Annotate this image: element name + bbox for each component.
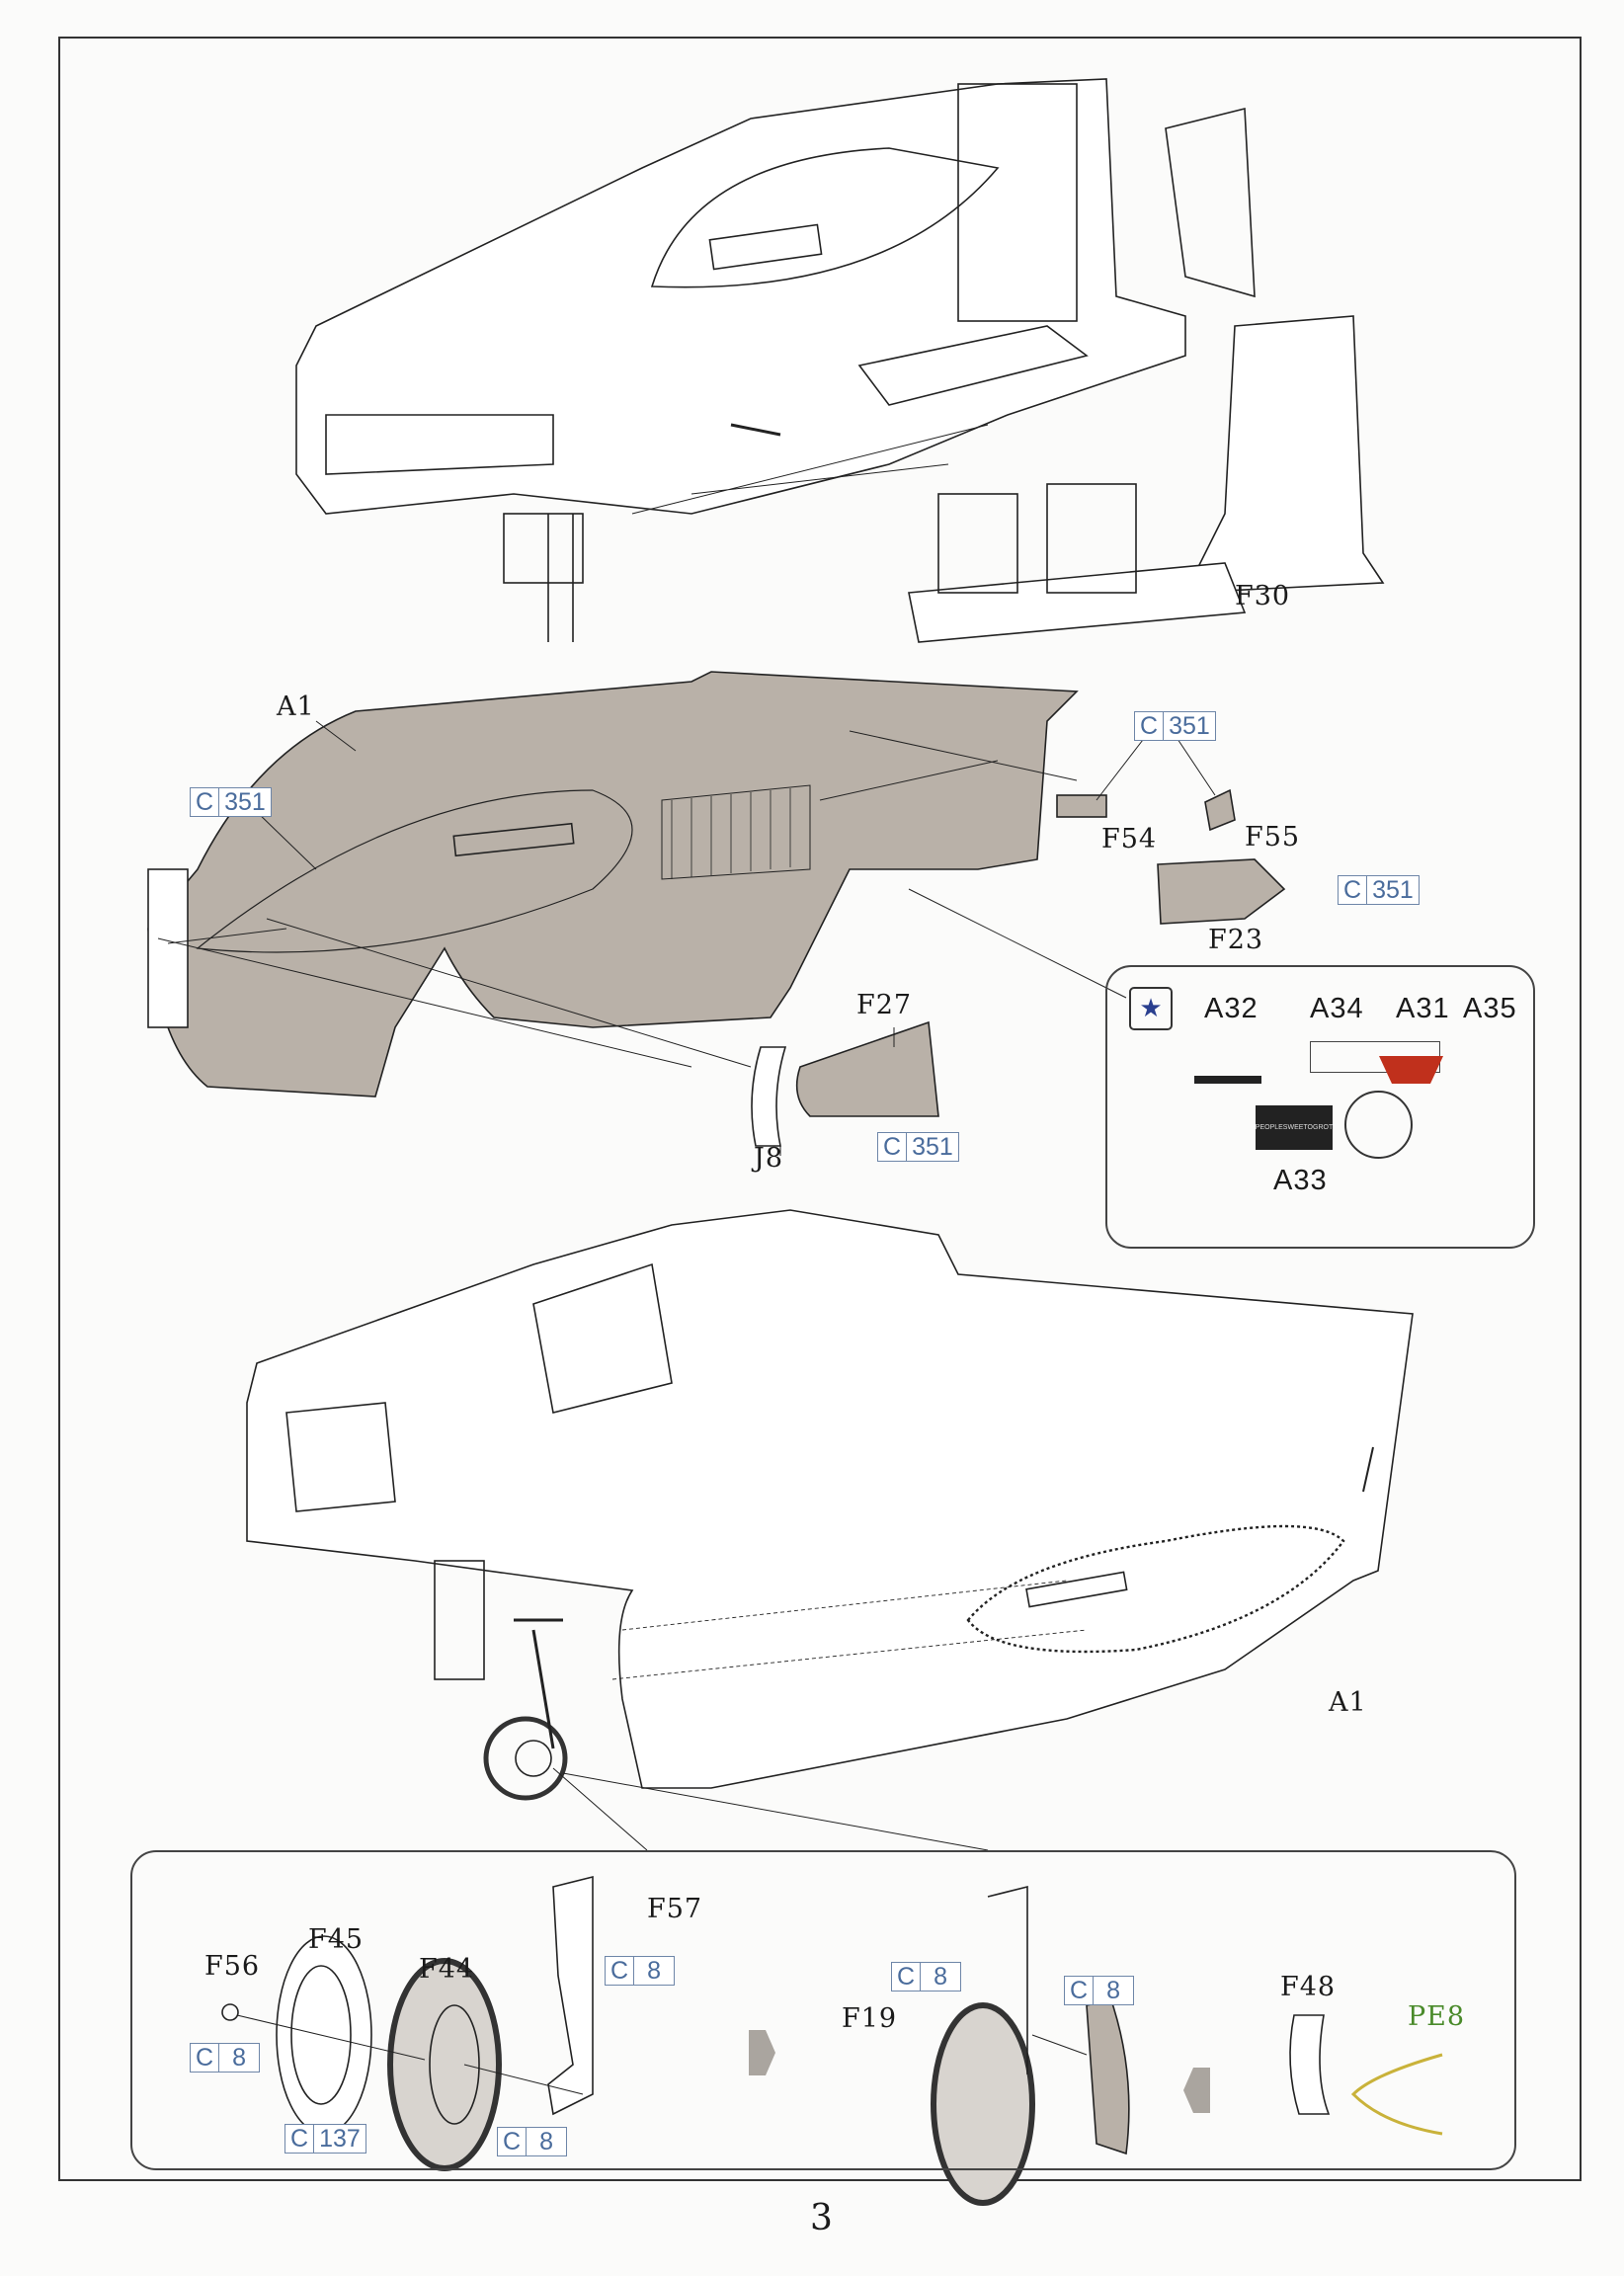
photo-etch-pe8 xyxy=(1350,2053,1443,2136)
main-landing-wheel xyxy=(483,1618,568,1801)
gear-assembled xyxy=(931,1885,1035,2206)
page-number: 3 xyxy=(810,2198,833,2238)
assembled-fuselage xyxy=(246,1209,1414,1789)
decal-a33: PEOPLESWEETOGROT xyxy=(1256,1105,1333,1150)
decal-label-a33: A33 xyxy=(1273,1165,1328,1196)
part-label-pe8: PE8 xyxy=(1408,2001,1466,2032)
mudguard-part xyxy=(1086,1999,1130,2155)
landing-gear-detail-panel xyxy=(130,1850,1516,2170)
part-f48 xyxy=(1289,2014,1331,2115)
part-label-a1: A1 xyxy=(277,691,315,722)
fuselage-half-a1 xyxy=(147,671,1127,1097)
part-label-f48: F48 xyxy=(1280,1972,1337,2002)
part-label-f44: F44 xyxy=(419,1954,475,1985)
step-arrow-right xyxy=(749,2030,775,2075)
radio-dial xyxy=(1344,1091,1413,1159)
part-f54 xyxy=(1056,794,1107,818)
part-f27 xyxy=(795,1020,939,1117)
decal-a31 xyxy=(1379,1056,1443,1084)
part-label-f27: F27 xyxy=(856,990,913,1020)
part-label-f57: F57 xyxy=(647,1894,703,1924)
hub-cap-f56 xyxy=(221,2003,239,2021)
part-j8 xyxy=(751,1046,787,1147)
part-label-f55: F55 xyxy=(1245,822,1301,853)
decal-detail-panel: ★ A32 A34 A31 A35 PEOPLESWEETOGROT A33 xyxy=(1105,965,1535,1249)
part-label-j8: J8 xyxy=(754,1143,784,1174)
part-label-f19: F19 xyxy=(842,2003,898,2034)
part-label-f23: F23 xyxy=(1208,925,1264,955)
part-f23 xyxy=(1157,858,1286,925)
decal-a32 xyxy=(1194,1076,1261,1084)
part-f55 xyxy=(1204,788,1236,832)
page-border xyxy=(58,37,1582,2181)
decal-star-icon: ★ xyxy=(1129,987,1173,1030)
step-arrow-left xyxy=(1183,2068,1210,2113)
part-label-f54: F54 xyxy=(1101,824,1158,854)
part-label-f56: F56 xyxy=(204,1951,261,1982)
decal-label-a34: A34 xyxy=(1310,993,1364,1024)
part-label-f45: F45 xyxy=(308,1924,365,1955)
decal-label-a35: A35 xyxy=(1463,993,1517,1024)
decal-label-a31: A31 xyxy=(1396,993,1450,1024)
part-label-a1-assembled: A1 xyxy=(1329,1687,1367,1718)
gear-strut-f57 xyxy=(547,1875,594,2116)
part-label-f30: F30 xyxy=(1235,581,1291,611)
top-interior-assembly xyxy=(295,78,1385,643)
decal-label-a32: A32 xyxy=(1204,993,1259,1024)
